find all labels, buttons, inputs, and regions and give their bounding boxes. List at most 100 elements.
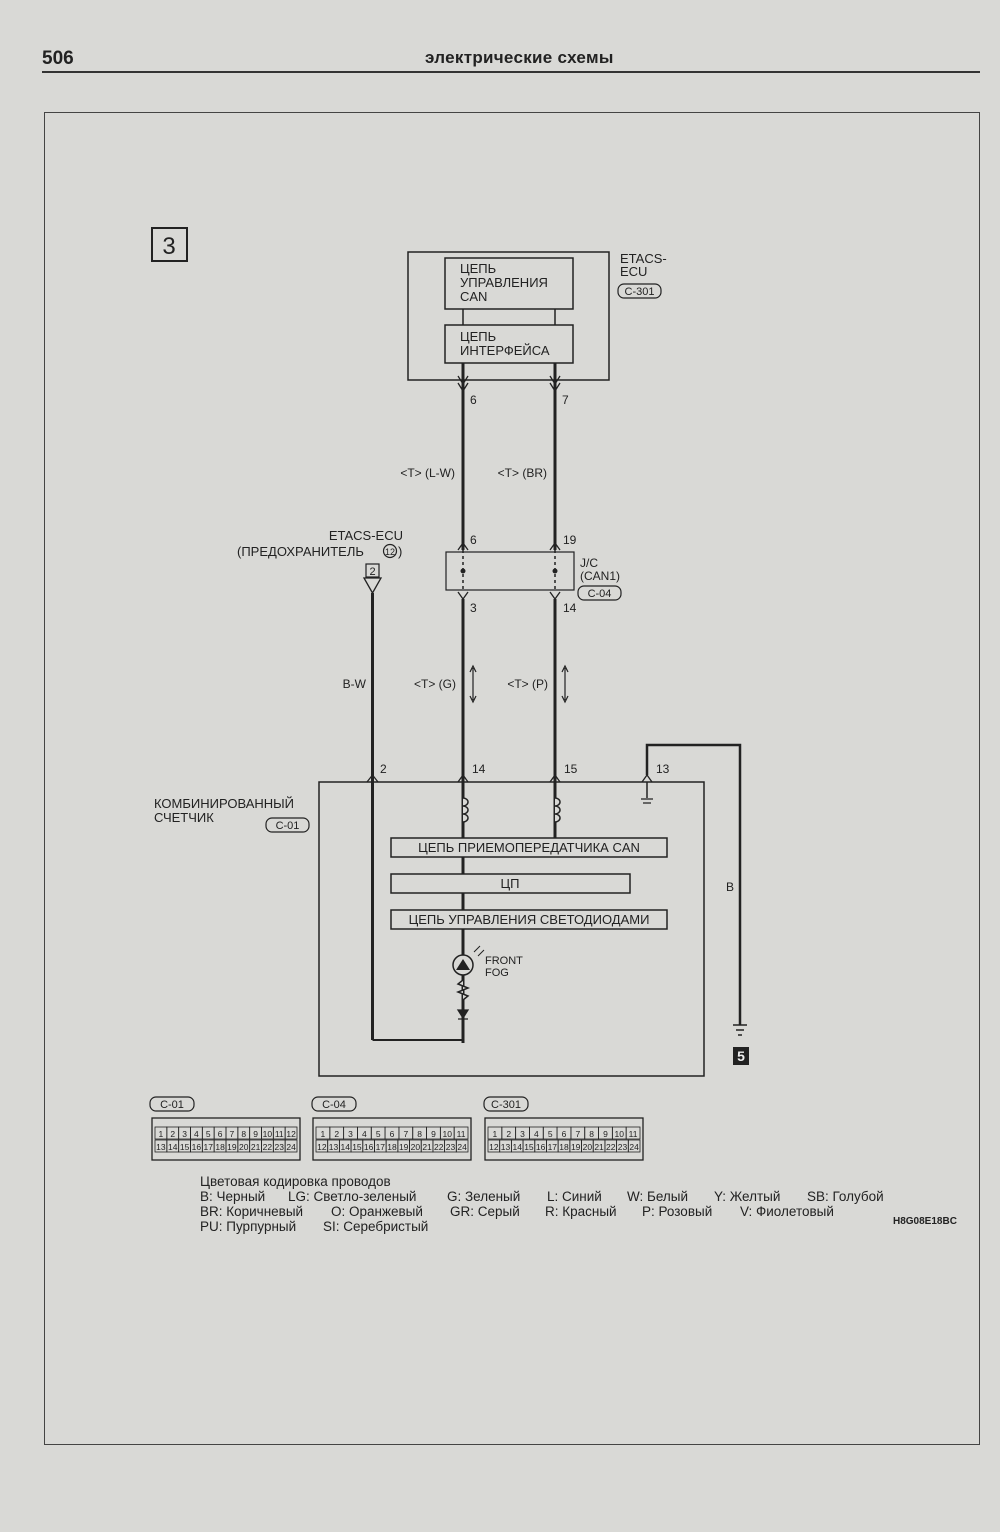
connector-pin-number: 19 — [571, 1142, 581, 1152]
legend-row-1: B: Черный LG: Светло-зеленый G: Зеленый … — [200, 1189, 884, 1204]
connector-pin-number: 22 — [606, 1142, 616, 1152]
fuse-number-circle — [382, 543, 398, 559]
connector-pin-number: 20 — [583, 1142, 593, 1152]
connector-pin-cell — [627, 1139, 641, 1153]
diagram-frame — [44, 112, 980, 1445]
joint-connector-box — [445, 551, 575, 591]
connector-arrow-icon — [549, 375, 561, 393]
connector-pin-cell — [455, 1139, 469, 1153]
connector-pin-number: 19 — [399, 1142, 409, 1152]
legend-item: G: Зеленый — [447, 1189, 521, 1204]
connector-arrow-icon — [457, 591, 469, 601]
etacs-ecu-box — [407, 251, 610, 381]
interface-line1: ЦЕПЬ — [460, 329, 496, 344]
page-header: 506 электрические схемы — [0, 0, 1000, 80]
legend-item: LG: Светло-зеленый — [288, 1189, 417, 1204]
connector-pin-number: 15 — [180, 1142, 190, 1152]
cpu-label: ЦП — [501, 876, 520, 891]
wire-label-b: B — [726, 880, 734, 894]
ground-point-box — [733, 1047, 749, 1065]
connector-pin-number: 2 — [334, 1129, 339, 1139]
diode-icon — [456, 1009, 470, 1020]
choke-coil-icon — [554, 797, 561, 823]
legend-item: V: Фиолетовый — [740, 1204, 834, 1219]
connector-arrow-icon — [457, 773, 469, 783]
connector-pin-number: 23 — [446, 1142, 456, 1152]
connector-pin-number: 14 — [512, 1142, 522, 1152]
connector-pin-number: 17 — [376, 1142, 386, 1152]
wire-label-p: <T> (P) — [507, 677, 548, 691]
page-title: электрические схемы — [425, 48, 614, 67]
header-rule — [42, 71, 980, 73]
connector-pin-number: 16 — [536, 1142, 546, 1152]
jc-label-line1: J/C — [580, 556, 598, 570]
fuse-connector-pin: 2 — [369, 566, 375, 578]
connector-pin-number: 18 — [215, 1142, 225, 1152]
connector-pin-number: 3 — [348, 1129, 353, 1139]
connector-pin-number: 12 — [489, 1142, 499, 1152]
connector-pin-number: 2 — [506, 1129, 511, 1139]
ground-point-number: 5 — [737, 1048, 745, 1064]
connector-c301-label: C-301 — [625, 286, 655, 298]
legend-row-3: PU: Пурпурный SI: Серебристый — [200, 1219, 428, 1234]
connector-pin-number: 5 — [206, 1129, 211, 1139]
meter-label-line2: СЧЕТЧИК — [154, 810, 214, 825]
bidirectional-arrow-icon — [561, 664, 569, 704]
connector-face-badge — [311, 1096, 357, 1112]
jc-label-line2: (CAN1) — [580, 569, 620, 583]
bidirectional-arrow-icon — [469, 664, 477, 704]
legend-item: Y: Желтый — [714, 1189, 781, 1204]
connector-pin-number: 24 — [457, 1142, 467, 1152]
connector-pin-cell — [284, 1139, 298, 1153]
connector-c04-label: C-04 — [588, 588, 612, 600]
drawing-code: H8G08E18BC — [893, 1216, 957, 1227]
connector-pin-number: 10 — [263, 1129, 273, 1139]
connector-pin-number: 14 — [168, 1142, 178, 1152]
legend-item: R: Красный — [545, 1204, 617, 1219]
wire-label-g: <T> (G) — [414, 677, 456, 691]
connector-pin-box — [365, 563, 380, 578]
interface-line2: ИНТЕРФЕЙСА — [460, 343, 550, 358]
ground-wire-b — [645, 743, 742, 1025]
connector-pin-number: 21 — [251, 1142, 261, 1152]
can-control-line2: УПРАВЛЕНИЯ — [460, 275, 548, 290]
connector-pin-number: 16 — [364, 1142, 374, 1152]
connector-pin-number: 1 — [493, 1129, 498, 1139]
legend-item: SI: Серебристый — [323, 1219, 429, 1234]
shield-ground-icon — [641, 798, 653, 804]
section-number: 3 — [162, 233, 175, 260]
connector-pin-number: 14 — [340, 1142, 350, 1152]
etacs-ecu-label-line2: ECU — [620, 264, 647, 279]
legend-item: O: Оранжевый — [331, 1204, 423, 1219]
led-control-block — [390, 909, 668, 930]
legend-item: P: Розовый — [642, 1204, 713, 1219]
connector-pin-number: 3 — [520, 1129, 525, 1139]
connector-face-name: C-301 — [491, 1099, 521, 1111]
can-transceiver-block — [390, 837, 668, 858]
connector-face-name: C-01 — [160, 1099, 184, 1111]
connector-face-badge — [149, 1096, 195, 1112]
connector-face-badge — [483, 1096, 529, 1112]
connector-face-name: C-04 — [322, 1099, 346, 1111]
connector-badge-c01 — [265, 817, 310, 833]
connector-pin-number: 20 — [411, 1142, 421, 1152]
connector-pin-number: 4 — [362, 1129, 367, 1139]
connector-pin-number: 11 — [275, 1129, 284, 1139]
can-control-line1: ЦЕПЬ — [460, 261, 496, 276]
pin-meter-14: 14 — [472, 762, 486, 776]
can-control-block — [444, 257, 574, 310]
connector-pin-number: 12 — [286, 1129, 296, 1139]
connector-pin-number: 11 — [457, 1129, 466, 1139]
connector-pin-cell — [625, 1126, 641, 1140]
connector-pin-number: 7 — [403, 1129, 408, 1139]
legend-item: BR: Коричневый — [200, 1204, 304, 1219]
connector-c01-label: C-01 — [276, 820, 300, 832]
connector-pin-number: 15 — [352, 1142, 362, 1152]
indicator-label-line2: FOG — [485, 967, 509, 979]
pin-etacs-6: 6 — [470, 393, 477, 407]
can-control-line3: CAN — [460, 289, 487, 304]
indicator-label-line1: FRONT — [485, 955, 523, 967]
connector-arrow-icon — [549, 591, 561, 601]
page-number: 506 — [42, 48, 74, 69]
